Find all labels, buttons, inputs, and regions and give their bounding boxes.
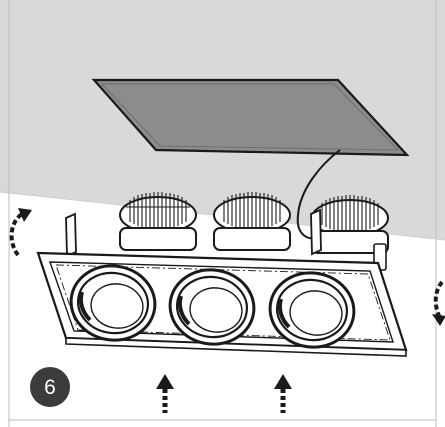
fixture-trim-side: [65, 337, 407, 357]
curved-arrow-icon: [432, 280, 445, 326]
mounting-clip-left: [65, 212, 77, 258]
curved-arrow-icon: [9, 208, 32, 257]
step-number: 6: [44, 375, 56, 399]
power-cable: [296, 149, 341, 240]
dashed-arrow-up-icon: [274, 374, 292, 413]
mounting-clip-right: [310, 208, 322, 256]
ceiling-panel: [91, 78, 410, 157]
lamp-module-2-heatsink: [213, 192, 291, 251]
lamp-2-bezel: [168, 268, 256, 346]
lamp-module-3-heatsink: [311, 195, 389, 271]
ceiling-panel-inner-edge: [100, 83, 400, 151]
lamp-3-bezel: [268, 271, 356, 349]
dashed-arrow-up-icon: [156, 374, 174, 413]
lamp-module-1-heatsink: [119, 192, 197, 251]
step-number-badge: 6: [30, 367, 70, 407]
lamp-1-bezel: [69, 264, 157, 342]
